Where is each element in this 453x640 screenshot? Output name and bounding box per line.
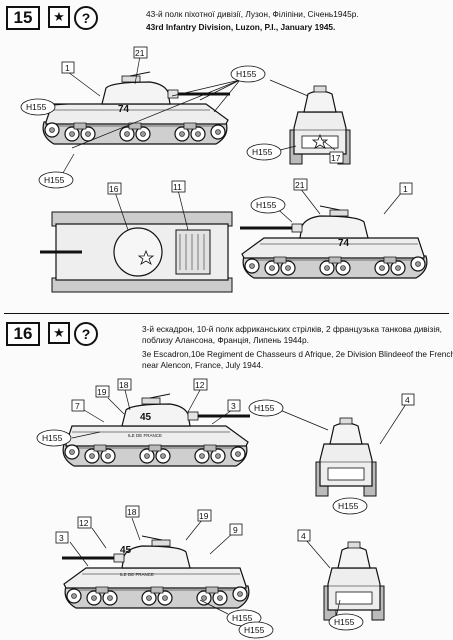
callouts-16: 18 12 19 7 3 H155 H155 4 H155 18 12 19 3 [36, 378, 415, 639]
callout-label: 21 [135, 48, 145, 58]
callout-label: H155 [42, 433, 63, 443]
callout-label: H155 [26, 102, 47, 112]
callout-label: 19 [199, 511, 209, 521]
callouts-15: 1 21 H155 H155 H155 H155 17 16 11 H155 2… [20, 46, 413, 214]
caption-16-fr-2: near Alencon, France, July 1944. [142, 360, 264, 370]
callout-label: 4 [301, 531, 306, 541]
section-number-16: 16 [6, 322, 40, 346]
caption-15-ua: 43-й полк піхотної дивізії, Лузон, Філіп… [146, 9, 359, 19]
tank-16-rear [315, 417, 377, 497]
tank-16-left-side: 45 ILE DE FRANCE [63, 394, 250, 466]
callout-label: 16 [109, 184, 119, 194]
callout-label: 7 [75, 401, 80, 411]
tank-number-marking: 74 [338, 238, 350, 249]
callout-label: 17 [331, 153, 341, 163]
callout-label: 12 [195, 380, 205, 390]
question-icon: ? [74, 322, 98, 346]
callout-label: 1 [403, 184, 408, 194]
callout-label: 18 [119, 380, 129, 390]
section-number-15: 15 [6, 6, 40, 30]
callout-label: H155 [338, 501, 359, 511]
tank-15-right-side: 74 [240, 206, 427, 278]
callout-label: 3 [59, 533, 64, 543]
callout-label: H155 [236, 69, 257, 79]
star-icon: ★ [48, 322, 70, 344]
callout-label: H155 [254, 403, 275, 413]
caption-16-ua-2: поблизу Алансона, Франція, Липень 1944р. [142, 335, 309, 345]
section-divider [4, 313, 449, 314]
callout-label: H155 [232, 613, 253, 623]
callout-label: H155 [256, 200, 277, 210]
star-icon: ★ [48, 6, 70, 28]
callout-label: 21 [295, 180, 305, 190]
tank-15-left-side: 74 [43, 72, 230, 144]
tank-name-marking: ILE DE FRANCE [128, 433, 162, 438]
callout-label: 18 [127, 507, 137, 517]
caption-16-ua-1: 3-й ескадрон, 10-й полк африканських стр… [142, 324, 442, 334]
tank-15-top [38, 210, 234, 294]
callout-label: H155 [334, 617, 355, 627]
callout-label: 4 [405, 395, 410, 405]
callout-label: 9 [233, 525, 238, 535]
tank-number-marking: 45 [140, 412, 152, 423]
tank-number-marking: 74 [118, 104, 130, 115]
callout-label: 1 [65, 63, 70, 73]
tank-number-marking: 45 [120, 545, 132, 556]
callout-label: H155 [244, 625, 265, 635]
callout-label: 3 [231, 401, 236, 411]
tank-16-front [323, 541, 385, 621]
tank-name-marking: ILE DE FRANCE [120, 572, 154, 577]
question-icon: ? [74, 6, 98, 30]
callout-label: 12 [79, 518, 89, 528]
tank-16-right-side: 45 ILE DE FRANCE [62, 536, 249, 608]
caption-16-fr-1: 3e Escadron,10e Regiment de Chasseurs d … [142, 349, 453, 359]
callout-label: 19 [97, 387, 107, 397]
callout-label: H155 [44, 175, 65, 185]
caption-15-en: 43rd Infantry Division, Luzon, P.I., Jan… [146, 22, 336, 32]
callout-label: 11 [173, 182, 182, 192]
callout-label: H155 [252, 147, 273, 157]
